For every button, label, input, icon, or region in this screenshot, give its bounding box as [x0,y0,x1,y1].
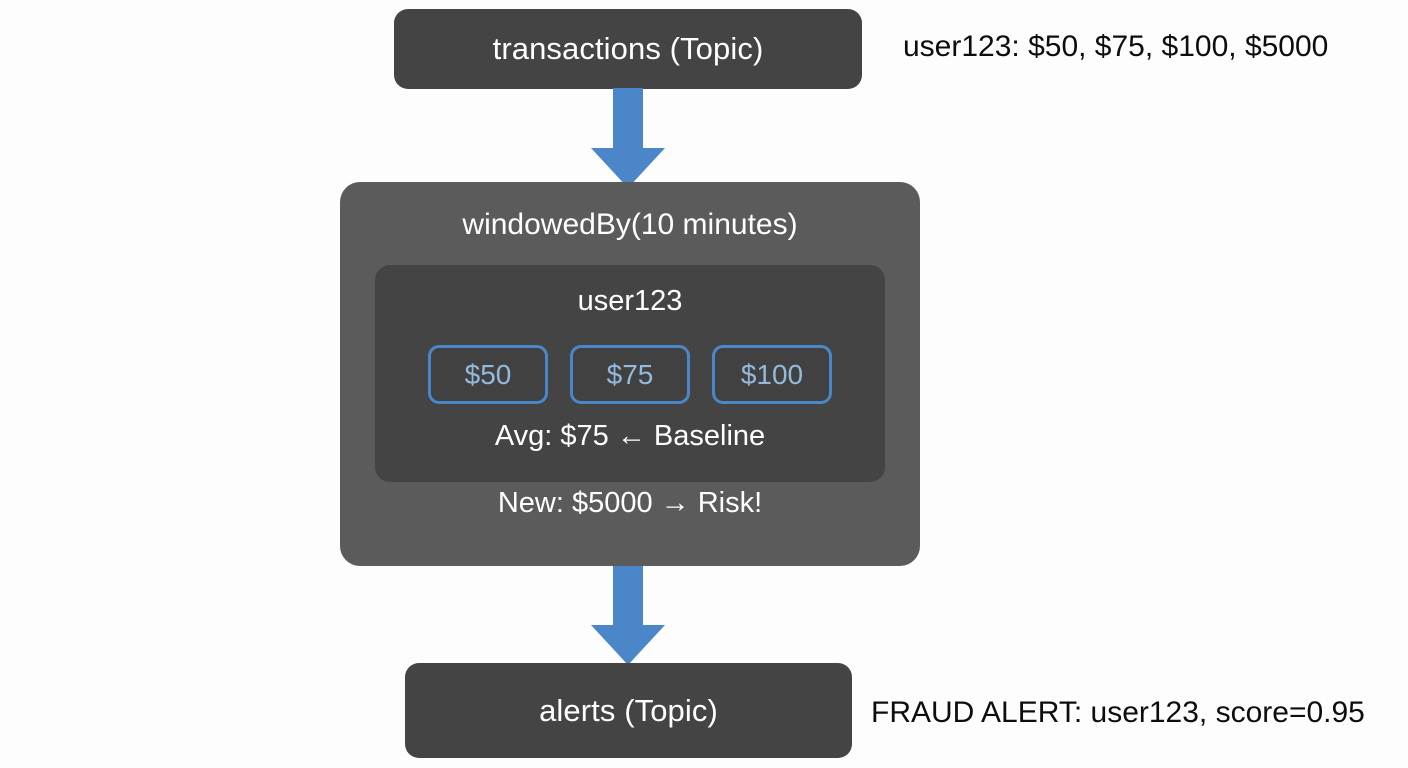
node-alerts-topic[interactable]: alerts (Topic) [405,663,852,758]
down-arrow-icon [588,88,668,188]
new-transaction-risk-label: New: $5000 → Risk! [497,487,763,519]
amount-chip-label: $75 [606,358,654,390]
node-alerts-label: alerts (Topic) [539,692,718,728]
average-baseline-label: Avg: $75 ← Baseline [494,420,766,452]
amount-chip-label: $100 [740,358,804,390]
amount-chip[interactable]: $100 [712,345,832,404]
node-user-state-store[interactable]: user123 $50 $75 $100 Avg: $75 ← Baseline [375,265,885,482]
amount-chip-row: $50 $75 $100 [375,345,885,404]
node-transactions-topic[interactable]: transactions (Topic) [394,9,862,89]
annotation-output-sample: FRAUD ALERT: user123, score=0.95 [871,696,1365,729]
node-transactions-label: transactions (Topic) [492,31,764,66]
processor-title: windowedBy(10 minutes) [462,208,798,241]
state-key-label: user123 [577,285,683,317]
amount-chip[interactable]: $75 [570,345,690,404]
node-windowed-processor[interactable]: windowedBy(10 minutes) user123 $50 $75 $… [340,182,920,566]
amount-chip[interactable]: $50 [428,345,548,404]
amount-chip-label: $50 [464,358,512,390]
annotation-input-sample: user123: $50, $75, $100, $5000 [903,30,1329,63]
down-arrow-icon [588,566,668,665]
